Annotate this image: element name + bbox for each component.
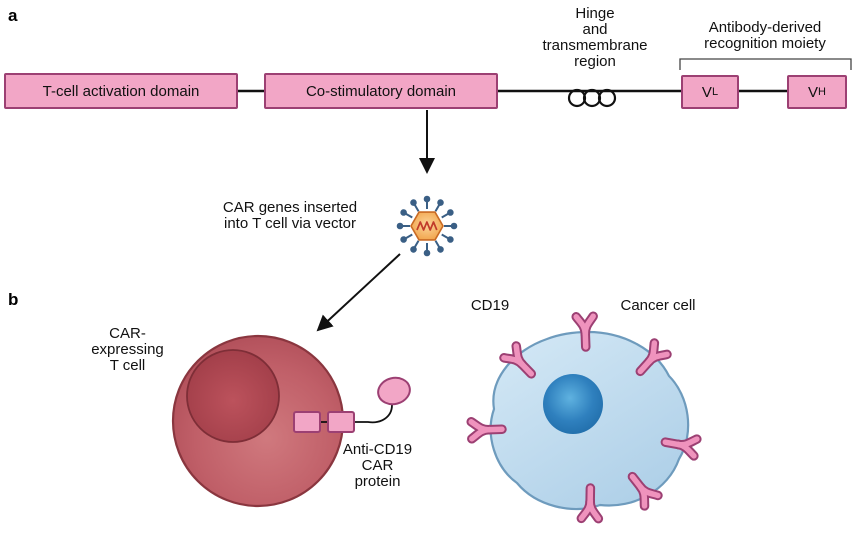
vh-subscript: H: [818, 86, 826, 98]
car-protein-label-line: CAR: [361, 457, 394, 474]
tcell-label-line: expressing: [91, 341, 164, 358]
hinge-label-line: Hinge: [575, 5, 615, 22]
viral-vector-icon: [396, 195, 458, 257]
hinge-transmembrane-label: Hinge and transmembrane region: [530, 6, 660, 70]
car-protein-label-line: protein: [354, 473, 401, 490]
vl-label: V: [701, 83, 712, 101]
arrow-vector-to-tcell: [316, 253, 401, 332]
hinge-label-line: transmembrane: [542, 37, 648, 54]
panel-a-label: a: [8, 6, 18, 25]
cancer-cell-nucleus: [543, 374, 603, 434]
costimulatory-domain-box: Co-stimulatory domain: [264, 73, 498, 109]
tcell-label-line: T cell: [109, 357, 146, 374]
t-cell-nucleus: [186, 349, 280, 443]
tcell-activation-domain-box: T-cell activation domain: [4, 73, 238, 109]
cd19-label: CD19: [470, 297, 510, 314]
vector-caption: CAR genes inserted into T cell via vecto…: [195, 200, 385, 232]
cancer-cell-label: Cancer cell: [620, 297, 696, 314]
hinge-label-line: and: [582, 21, 608, 38]
vector-dna-zigzag: [416, 221, 438, 231]
hinge-coil-icon: [567, 88, 617, 108]
antibody-label-line: recognition moiety: [704, 35, 826, 52]
panel-b-label: b: [8, 290, 19, 309]
antibody-recognition-label: Antibody-derived recognition moiety: [676, 20, 854, 52]
vector-caption-line: CAR genes inserted: [222, 199, 358, 216]
hinge-label-line: region: [574, 53, 616, 70]
recognition-moiety-bracket: [679, 58, 852, 70]
car-protein-label: Anti-CD19 CAR protein: [330, 442, 425, 490]
vl-subscript: L: [711, 86, 719, 98]
tcell-label: CAR- expressing T cell: [75, 326, 180, 374]
antibody-label-line: Antibody-derived: [708, 19, 822, 36]
tcell-label-line: CAR-: [109, 325, 146, 342]
car-protein-label-line: Anti-CD19: [342, 441, 413, 458]
vector-caption-line: into T cell via vector: [223, 215, 356, 232]
car-protein-structure: [293, 376, 411, 433]
vh-label: V: [808, 83, 819, 101]
